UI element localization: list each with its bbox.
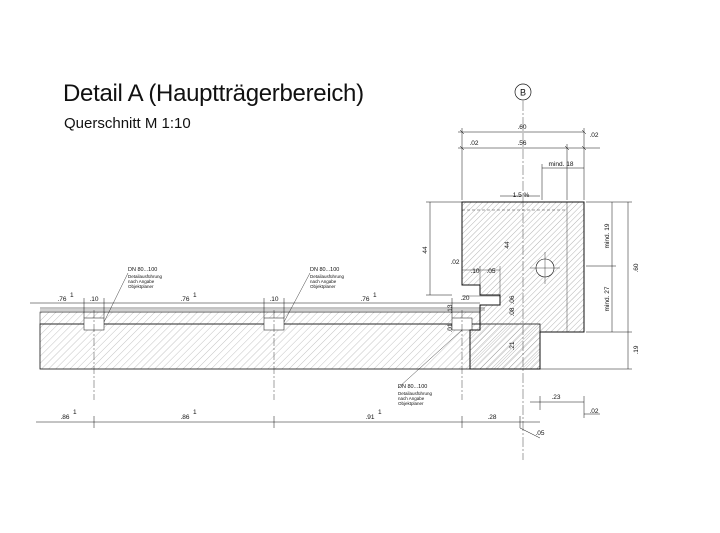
drain-note-1-dn: DN 80...100 xyxy=(128,267,157,273)
drain-note-1-l1: Detailausführung xyxy=(128,274,163,279)
dim-slab-76-2: .76 xyxy=(180,296,189,303)
dim-slab-10-1: .10 xyxy=(89,296,98,303)
dim-slab-76-3: .76 xyxy=(360,296,369,303)
bottom-dimension-chain xyxy=(36,396,600,439)
deck-slab xyxy=(39,307,541,370)
dim-height-19-right: .19 xyxy=(633,345,640,354)
axis-label: B xyxy=(520,88,526,98)
sup-2: 1 xyxy=(193,292,197,299)
dim-mind-18: mind. 18 xyxy=(549,161,574,168)
dim-01: .01 xyxy=(447,323,454,332)
axis-marker-b: B xyxy=(514,83,532,101)
dim-mind-27: mind. 27 xyxy=(604,286,611,311)
drain-note-2-l3: Objektplaner xyxy=(310,284,336,289)
drain-note-1-l2: nach Angabe xyxy=(128,279,155,284)
dim-bottom-02: .02 xyxy=(589,408,598,415)
dim-bottom-28: .28 xyxy=(487,414,496,421)
dim-08: .08 xyxy=(509,307,516,316)
drain-note-3-dn: DN 80...100 xyxy=(398,384,427,390)
drain-note-2-l1: Detailausführung xyxy=(310,274,345,279)
drain-leaders xyxy=(103,272,463,389)
dim-slab-76-1: .76 xyxy=(57,296,66,303)
dim-height-44-left: 44 xyxy=(422,246,429,254)
dim-height-60-right: .60 xyxy=(633,263,640,272)
dim-05-step: .05 xyxy=(486,268,495,275)
drain-recess-1 xyxy=(83,310,105,400)
dim-21: .21 xyxy=(509,341,516,350)
drawing-subtitle: Querschnitt M 1:10 xyxy=(64,115,191,132)
dim-02-step: .02 xyxy=(450,259,459,266)
sup-5: 1 xyxy=(193,409,197,416)
drain-note-2-l2: nach Angabe xyxy=(310,279,337,284)
dim-bottom-23: .23 xyxy=(551,394,560,401)
drain-note-2-dn: DN 80...100 xyxy=(310,267,339,273)
left-height-dimension xyxy=(426,201,462,296)
sup-4: 1 xyxy=(73,409,77,416)
dim-bottom-86-2: .86 xyxy=(180,414,189,421)
drain-note-1-l3: Objektplaner xyxy=(128,284,154,289)
drain-recess-2 xyxy=(263,310,285,400)
dim-top-02-left: .02 xyxy=(469,140,478,147)
dim-slab-10-2: .10 xyxy=(269,296,278,303)
dim-13: .13 xyxy=(447,304,454,313)
dim-20-step: .20 xyxy=(460,295,469,302)
slab-dimension-chain xyxy=(30,298,480,318)
drawing-title: Detail A (Hauptträgerbereich) xyxy=(63,80,364,107)
dim-slope: 1.5 % xyxy=(513,192,530,199)
top-dimensions xyxy=(458,128,600,200)
sup-3: 1 xyxy=(373,292,377,299)
dim-mind-19: mind. 19 xyxy=(604,223,611,248)
dim-06: .06 xyxy=(509,295,516,304)
right-height-dimensions xyxy=(540,201,632,370)
dim-top-56: .56 xyxy=(517,140,526,147)
dim-height-44-inner: 44 xyxy=(504,241,511,249)
drain-note-3-l1: Detailausführung xyxy=(398,391,433,396)
sup-1: 1 xyxy=(70,292,74,299)
drain-note-3-l2: nach Angabe xyxy=(398,396,425,401)
dim-bottom-91: .91 xyxy=(365,414,374,421)
dim-top-02-right: .02 xyxy=(589,132,598,139)
sup-6: 1 xyxy=(378,409,382,416)
main-girder xyxy=(461,201,585,370)
drain-note-3-l3: Objektplaner xyxy=(398,401,424,406)
dim-bottom-86-1: .86 xyxy=(60,414,69,421)
dim-10-step: .10 xyxy=(470,268,479,275)
dim-bottom-05: .05 xyxy=(535,430,544,437)
dim-top-60: .60 xyxy=(517,124,526,131)
step-dimensions xyxy=(462,266,501,297)
